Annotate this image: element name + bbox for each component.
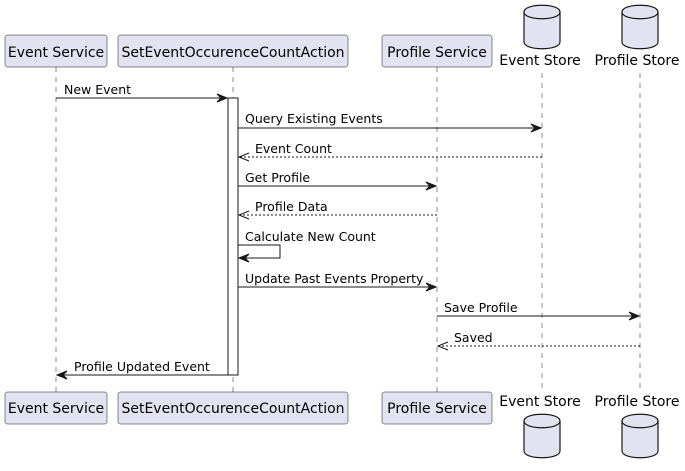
arrowhead-icon bbox=[530, 123, 543, 133]
arrowhead-icon bbox=[237, 253, 250, 263]
database-event-store-bottom: Event Store bbox=[499, 394, 581, 459]
database-icon bbox=[523, 413, 561, 459]
activation-bar bbox=[227, 97, 239, 376]
message-label: New Event bbox=[64, 82, 131, 97]
message-profile-updated-event: Profile Updated Event bbox=[55, 359, 228, 380]
message-label: Query Existing Events bbox=[245, 111, 383, 126]
participant-label: Profile Service bbox=[387, 45, 487, 61]
message-label: Profile Updated Event bbox=[74, 359, 210, 374]
message-label: Saved bbox=[454, 330, 493, 345]
participant-event-service-top: Event Service bbox=[4, 34, 108, 68]
participant-event-service-bottom: Event Service bbox=[4, 391, 108, 425]
message-new-event: New Event bbox=[56, 82, 229, 103]
message-query-existing-events: Query Existing Events bbox=[238, 111, 543, 133]
participant-set-action-top: SetEventOccurenceCountAction bbox=[117, 34, 349, 68]
message-label: Calculate New Count bbox=[245, 229, 376, 244]
database-label: Event Store bbox=[499, 53, 581, 69]
message-calculate-new-count: Calculate New Count bbox=[237, 229, 376, 263]
arrowhead-icon bbox=[628, 311, 641, 321]
message-save-profile: Save Profile bbox=[437, 300, 641, 321]
open-arrowhead-icon bbox=[436, 341, 449, 351]
database-profile-store-top: Profile Store bbox=[595, 4, 680, 69]
database-icon bbox=[621, 4, 659, 50]
open-arrowhead-icon bbox=[237, 152, 250, 162]
message-get-profile: Get Profile bbox=[238, 170, 438, 191]
participant-label: SetEventOccurenceCountAction bbox=[121, 401, 344, 417]
participant-label: SetEventOccurenceCountAction bbox=[121, 45, 344, 61]
arrowhead-icon bbox=[216, 93, 229, 103]
participant-profile-service-bottom: Profile Service bbox=[381, 391, 493, 425]
database-label: Profile Store bbox=[595, 394, 680, 410]
participant-set-action-bottom: SetEventOccurenceCountAction bbox=[117, 391, 349, 425]
message-label: Get Profile bbox=[245, 170, 310, 185]
message-update-past-events-property: Update Past Events Property bbox=[238, 271, 438, 292]
message-profile-data: Profile Data bbox=[237, 199, 437, 220]
participant-label: Event Service bbox=[8, 401, 104, 417]
message-saved: Saved bbox=[436, 330, 640, 351]
arrowhead-icon bbox=[55, 370, 68, 380]
participant-profile-service-top: Profile Service bbox=[381, 34, 493, 68]
open-arrowhead-icon bbox=[237, 210, 250, 220]
message-event-count: Event Count bbox=[237, 141, 542, 162]
message-label: Profile Data bbox=[255, 199, 328, 214]
message-label: Update Past Events Property bbox=[245, 271, 424, 286]
message-label: Save Profile bbox=[444, 300, 518, 315]
database-profile-store-bottom: Profile Store bbox=[595, 394, 680, 459]
database-label: Event Store bbox=[499, 394, 581, 410]
database-icon bbox=[523, 4, 561, 50]
database-event-store-top: Event Store bbox=[499, 4, 581, 69]
participant-label: Profile Service bbox=[387, 401, 487, 417]
message-label: Event Count bbox=[255, 141, 332, 156]
database-label: Profile Store bbox=[595, 53, 680, 69]
arrowhead-icon bbox=[425, 181, 438, 191]
participant-label: Event Service bbox=[8, 45, 104, 61]
database-icon bbox=[621, 413, 659, 459]
arrowhead-icon bbox=[425, 282, 438, 292]
